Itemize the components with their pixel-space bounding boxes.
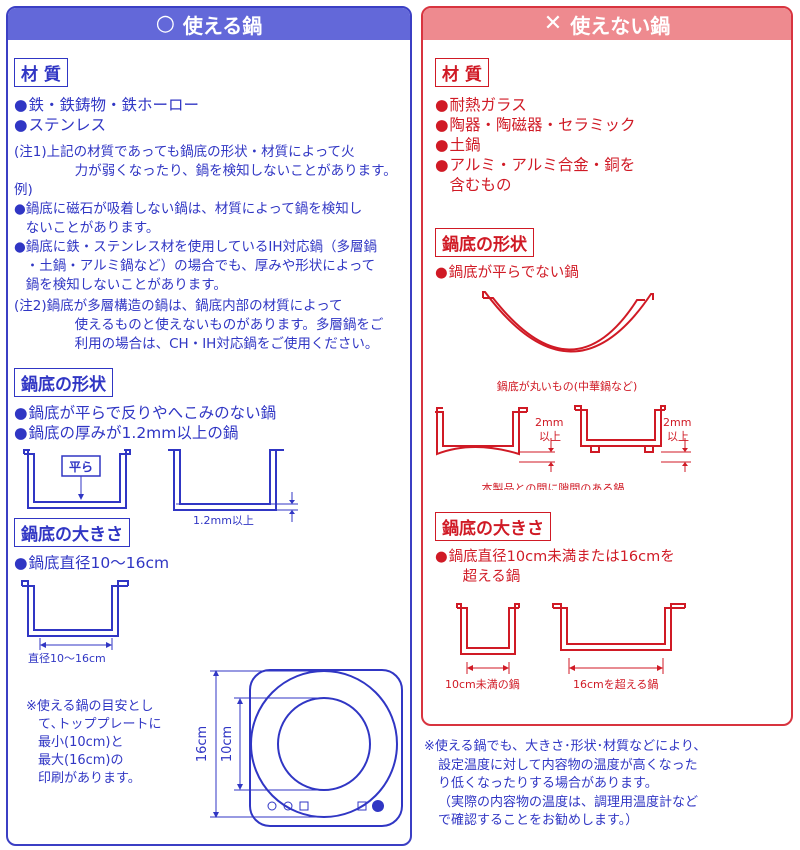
unusable-shape-title: 鍋底の形状 (435, 228, 534, 257)
gap-caption: 本製品との間に隙間のある鍋 (482, 481, 625, 490)
cross-icon: ✕ (543, 11, 563, 36)
unusable-material-title: 材 質 (435, 58, 489, 87)
note-1: (注1) 上記の材質であっても鍋底の形状・材質によって火 力が弱くなったり、鍋を… (14, 144, 397, 179)
list-item: ●耐熱ガラス (435, 96, 527, 114)
list-item: ●アルミ・アルミ合金・銅を含むもの (435, 156, 636, 194)
round-bottom-caption: 鍋底が丸いもの(中華鍋など) (497, 379, 638, 393)
bullet-icon: ● (435, 156, 449, 174)
footnote: ※使える鍋でも、大きさ･形状･材質などにより、 設定温度に対して内容物の温度が高… (424, 739, 707, 828)
dim-16cm: 16cm (195, 726, 210, 762)
gap-label-a: 2mm (663, 416, 691, 429)
usable-pans-header: ○ 使える鍋 (8, 8, 410, 40)
list-item: ●鍋底が平らで反りやへこみのない鍋 (14, 404, 277, 422)
list-item: ●鉄・鉄鋳物・鉄ホーロー (14, 96, 200, 114)
list-item: ●鍋底直径10〜16cm (14, 554, 170, 572)
bullet-icon: ● (435, 136, 449, 154)
list-item: ●ステンレス (14, 116, 107, 134)
bullet-icon: ● (14, 116, 28, 134)
usable-material-section: 材 質 ●鉄・鉄鋳物・鉄ホーロー ●ステンレス (注1) 上記の材質であっても鍋… (14, 58, 406, 354)
cooktop-plate (249, 669, 403, 827)
example-item: ● 鍋底に鉄・ステンレス材を使用しているIH対応鍋（多層鍋 ・土鍋・アルミ鍋など… (14, 239, 378, 293)
thickness-label: 1.2mm以上 (193, 514, 254, 527)
usable-material-title: 材 質 (14, 58, 68, 87)
unusable-pans-title: 使えない鍋 (570, 13, 671, 38)
gap-label-a: 2mm (535, 416, 563, 429)
bullet-icon: ● (435, 96, 449, 114)
example-item: ● 鍋底に磁石が吸着しない鍋は、材質によって鍋を検知し ないことがあります。 (14, 201, 363, 236)
bullet-icon: ● (14, 96, 28, 114)
usable-shape-title: 鍋底の形状 (14, 368, 113, 397)
note-2: (注2) 鍋底が多層構造の鍋は、鍋底内部の材質によって 使えるものと使えないもの… (14, 298, 384, 352)
usable-size-section: 鍋底の大きさ ●鍋底直径10〜16cm (14, 518, 406, 573)
unusable-material-section: 材 質 ●耐熱ガラス ●陶器・陶磁器・セラミック ●土鍋 ●アルミ・アルミ合金・… (435, 58, 783, 195)
list-item: ●鍋底直径10cm未満または16cmを超える鍋 (435, 549, 675, 585)
large-pan-caption: 16cmを超える鍋 (573, 677, 658, 691)
flat-label: 平ら (69, 460, 93, 474)
circle-icon: ○ (155, 11, 175, 36)
power-button-icon (372, 800, 384, 812)
diameter-label: 直径10〜16cm (28, 651, 106, 665)
list-item: ●鍋底が平らでない鍋 (435, 265, 579, 281)
bullet-icon: ● (435, 549, 448, 565)
list-item: ●鍋底の厚みが1.2mm以上の鍋 (14, 424, 239, 442)
plate-guide-note: ※使える鍋の目安とし て､トッププレートに 最小(10cm)と 最大(16cm)… (26, 699, 162, 786)
unusable-size-diagram: 10cm未満の鍋 16cmを超える鍋 (445, 603, 686, 691)
unusable-size-section: 鍋底の大きさ ●鍋底直径10cm未満または16cmを超える鍋 (435, 512, 783, 587)
bullet-icon: ● (14, 404, 28, 422)
unusable-shape-diagram: 2mm 以上 2mm 以上 鍋底が丸いもの(中華鍋など) 本製品との間に隙間のあ… (435, 291, 691, 490)
usable-pans-title: 使える鍋 (182, 13, 263, 38)
unusable-shape-section: 鍋底の形状 ●鍋底が平らでない鍋 (435, 228, 783, 283)
list-item: ●陶器・陶磁器・セラミック (435, 116, 636, 134)
unusable-pans-header: ✕ 使えない鍋 (423, 8, 791, 40)
bullet-icon: ● (435, 265, 448, 281)
gap-label-b: 以上 (539, 430, 561, 443)
bullet-icon: ● (14, 554, 28, 572)
small-pan-caption: 10cm未満の鍋 (445, 677, 520, 691)
dim-10cm: 10cm (220, 726, 235, 762)
gap-label-b: 以上 (667, 430, 689, 443)
unusable-pans-panel: ✕ 使えない鍋 材 質 ●耐熱ガラス ●陶器・陶磁器・セラミック ●土鍋 ●アル… (421, 6, 793, 726)
bullet-icon: ● (435, 116, 449, 134)
usable-shape-section: 鍋底の形状 ●鍋底が平らで反りやへこみのない鍋 ●鍋底の厚みが1.2mm以上の鍋 (14, 368, 406, 443)
usable-size-diagram: 直径10〜16cm (21, 580, 129, 665)
usable-shape-diagram: 平ら 1.2mm以上 (23, 449, 298, 527)
usable-size-title: 鍋底の大きさ (14, 518, 130, 547)
list-item: ●土鍋 (435, 136, 481, 154)
cooktop-diagram: 16cm 10cm (195, 669, 403, 827)
unusable-size-title: 鍋底の大きさ (435, 512, 551, 541)
usable-pans-panel: ○ 使える鍋 材 質 ●鉄・鉄鋳物・鉄ホーロー ●ステンレス (注1) 上記の材… (6, 6, 412, 846)
example-label: 例) (14, 182, 33, 198)
bullet-icon: ● (14, 424, 28, 442)
